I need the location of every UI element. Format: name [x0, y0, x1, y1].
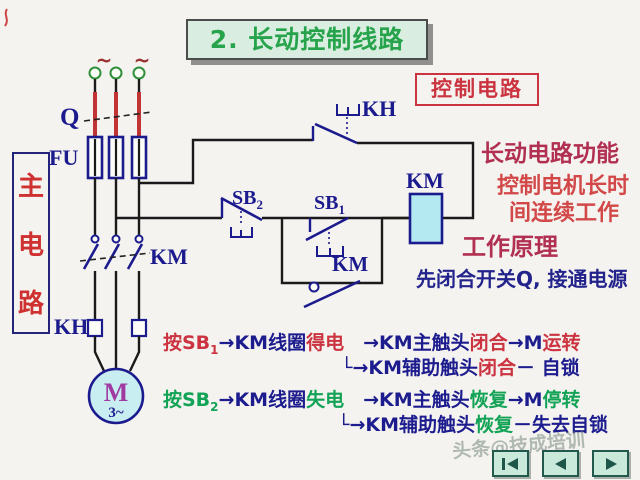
phase-terminals: ~ ~ [88, 48, 151, 80]
page-title: 2. 长动控制线路 [186, 19, 428, 60]
km-main-label: KM [150, 244, 188, 269]
function-line1: 控制电机长时 [497, 174, 630, 199]
flow-line-stop: 按SB2→KM线圈失电 →KM主触头恢复→M停转 [163, 389, 581, 414]
nav-back-button[interactable] [542, 450, 579, 477]
ac-tilde: ~ [134, 48, 151, 72]
sb2-label-sub: 2 [256, 197, 263, 212]
fuses-fu [86, 135, 148, 180]
sb1-label: SB1 [314, 193, 345, 216]
principle-step: 先闭合开关Q, 接通电源 [416, 267, 628, 291]
q-disconnect-switch [83, 79, 153, 138]
forward-icon [605, 457, 617, 470]
km-aux-contact-branch [280, 218, 384, 309]
control-circuit-label-box: 控制电路 [415, 73, 539, 106]
kh-thermal-elements [86, 271, 148, 372]
km-aux-label: KM [332, 252, 369, 276]
sb2-stop-button-contact [220, 196, 263, 238]
sb1-start-button-contact [305, 216, 349, 257]
main-circuit-label-box: 主 电 路 [12, 152, 50, 334]
ac-tilde: ~ [96, 48, 113, 72]
main-circuit-char: 电 [17, 230, 44, 261]
function-title: 长动电路功能 [481, 141, 619, 167]
sb1-label-base: SB [314, 192, 339, 214]
nav-forward-button[interactable] [592, 450, 629, 477]
flow-line-unlock: └→KM辅助触头恢复－失去自锁 [338, 414, 609, 436]
sb2-label: SB2 [232, 188, 263, 211]
motor-phase-label: 3~ [108, 405, 124, 421]
control-wires [262, 141, 475, 220]
motor: M 3~ [87, 367, 145, 425]
nav-skip-start-button[interactable] [492, 450, 529, 477]
main-wires [93, 138, 313, 235]
km-coil-label: KM [406, 168, 444, 193]
sb1-label-sub: 1 [338, 202, 345, 217]
kh-control-label: KH [362, 96, 397, 121]
function-line2: 间连续工作 [509, 201, 620, 226]
kh-control-contact [311, 104, 360, 145]
q-switch-label: Q [60, 104, 80, 131]
principle-title: 工作原理 [462, 233, 558, 261]
main-circuit-char: 主 [17, 172, 44, 202]
flow-line-selflock: └→KM辅助触头闭合－ 自锁 [341, 357, 580, 379]
main-circuit-char: 路 [17, 289, 44, 319]
km-coil [408, 192, 444, 245]
motor-m-label: M [104, 378, 129, 407]
fuse-label: FU [49, 145, 79, 170]
slide-nav [492, 450, 629, 477]
flow-line-start: 按SB1→KM线圈得电 →KM主触头闭合→M运转 [163, 332, 581, 357]
kh-main-label: KH [54, 314, 89, 339]
km-main-contacts [79, 234, 151, 270]
back-icon [554, 457, 566, 470]
corner-mark [4, 8, 8, 27]
skip-start-icon [501, 457, 518, 470]
sb2-label-base: SB [232, 187, 257, 209]
